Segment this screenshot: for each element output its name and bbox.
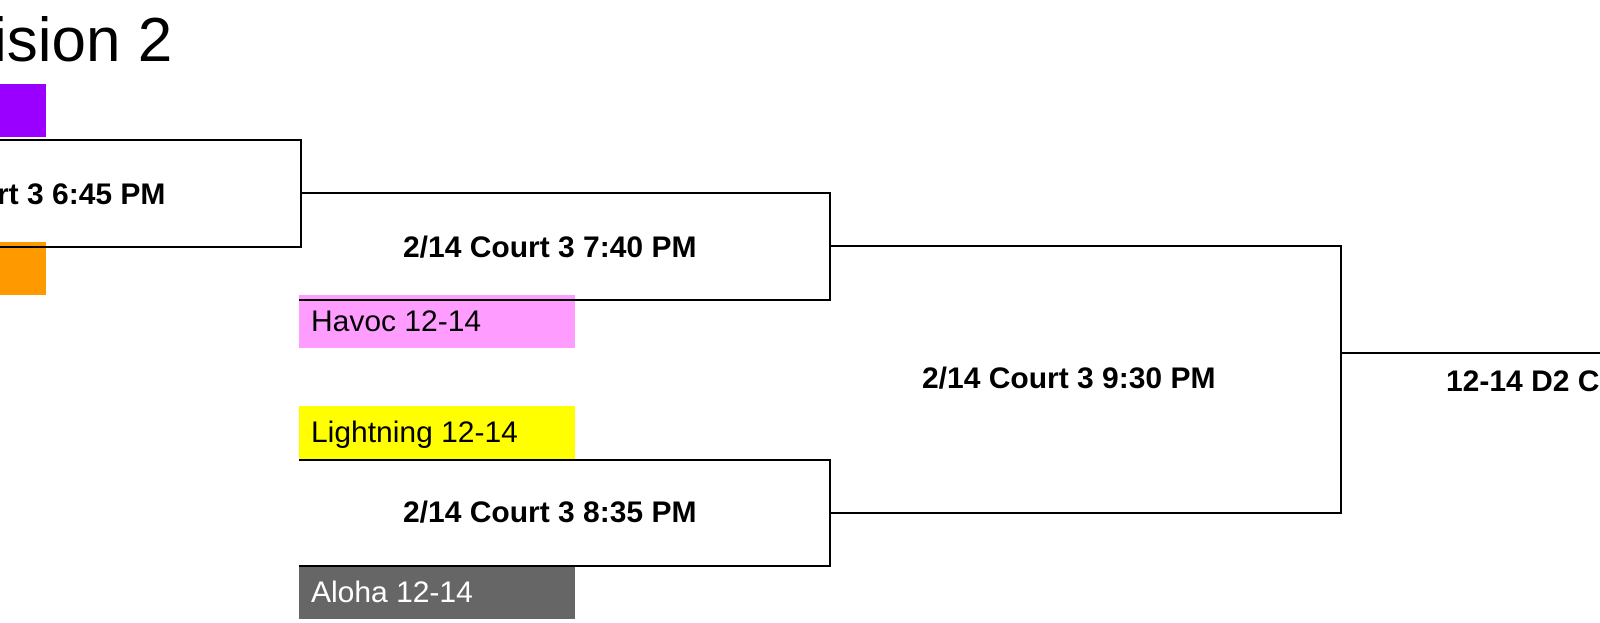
game-label-round2-top: 2/14 Court 3 7:40 PM — [403, 231, 697, 264]
team-slot-havoc: Havoc 12-14 — [299, 295, 575, 348]
team-label: Lightning 12-14 — [311, 416, 518, 449]
game-label-semifinal: 2/14 Court 3 9:30 PM — [922, 362, 1216, 395]
page-title: vision 2 — [0, 6, 173, 75]
team-label: Aloha 12-14 — [311, 576, 473, 609]
game-label-round1-top: rt 3 6:45 PM — [0, 178, 166, 211]
game-label-final: 12-14 D2 C — [1446, 365, 1600, 398]
team-label: Havoc 12-14 — [311, 305, 482, 338]
team-slot-lightning: Lightning 12-14 — [299, 406, 575, 459]
team-slot-mid-left — [0, 242, 46, 295]
team-slot-top-left: 4 — [0, 84, 46, 137]
game-label-round2-bottom: 2/14 Court 3 8:35 PM — [403, 496, 697, 529]
team-slot-aloha: Aloha 12-14 — [299, 566, 575, 619]
